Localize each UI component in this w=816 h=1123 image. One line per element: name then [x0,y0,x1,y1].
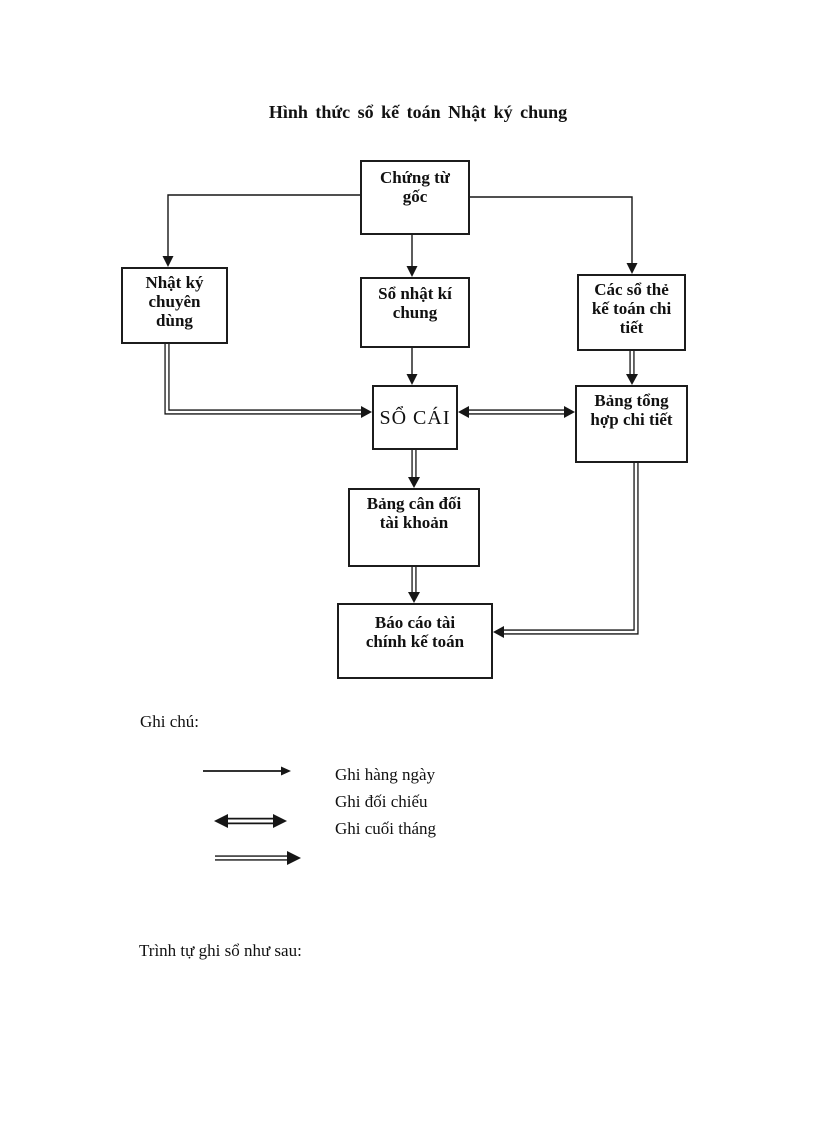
flow-box-nhat-ky-chuyen-dung: Nhật ký chuyên dùng [121,267,228,344]
flow-box-label: Chứng từ gốc [379,168,450,206]
flow-box-bao-cao-tai-chinh-ke-toan: Báo cáo tài chính kế toán [337,603,493,679]
connector-socai-bangtonghop-reconcile [458,406,575,418]
flow-box-so-nhat-ki-chung: Sổ nhật kí chung [360,277,470,348]
flow-box-label: Bảng cân đối tài khoản [366,494,462,532]
legend-heading: Ghi chú: [140,712,200,731]
double-headed-arrow-icon [214,814,287,828]
single-arrow-icon [203,766,291,776]
legend-label-daily: Ghi hàng ngày [335,765,436,784]
connector-sonhatki-to-socai [406,348,418,385]
connector-chungtu-to-sonhatki [406,235,418,277]
flow-box-so-cai: SỔ CÁI [372,385,458,450]
flow-box-label: Sổ nhật kí chung [378,284,452,322]
double-line-arrow-icon [215,851,301,865]
flow-box-label: Báo cáo tài chính kế toán [365,613,465,651]
connector-nhatky-chuyendung-to-socai [164,344,372,418]
flow-box-cac-so-the-ke-toan-chi-tiet: Các sổ thẻ kế toán chi tiết [577,274,686,351]
flow-box-label: Bảng tổng hợp chi tiết [590,391,673,429]
flow-box-label: Các sổ thẻ kế toán chi tiết [591,280,672,337]
connector-cacsothe-to-bangtonghop [626,351,638,385]
flow-box-bang-can-doi-tai-khoan: Bảng cân đối tài khoản [348,488,480,567]
connector-chungtu-to-nhatky-chuyendung [162,194,360,267]
connector-chungtu-to-cacsothe [470,196,638,274]
page-title: Hình thức sổ kế toán Nhật ký chung [268,102,568,122]
flow-box-label: Nhật ký chuyên dùng [145,273,204,330]
connector-socai-to-bangcandoi [408,450,420,488]
connector-bangcandoi-to-baocao [408,567,420,603]
flow-box-label: SỔ CÁI [379,406,451,429]
body-text: Trình tự ghi sổ như sau: [139,941,302,960]
flow-box-chung-tu-goc: Chứng từ gốc [360,160,470,235]
legend-label-reconcile: Ghi đối chiếu [335,792,428,811]
connector-bangtonghop-to-baocao [493,463,639,638]
legend-label-month-end: Ghi cuối tháng [335,819,437,838]
flow-box-bang-tong-hop-chi-tiet: Bảng tổng hợp chi tiết [575,385,688,463]
